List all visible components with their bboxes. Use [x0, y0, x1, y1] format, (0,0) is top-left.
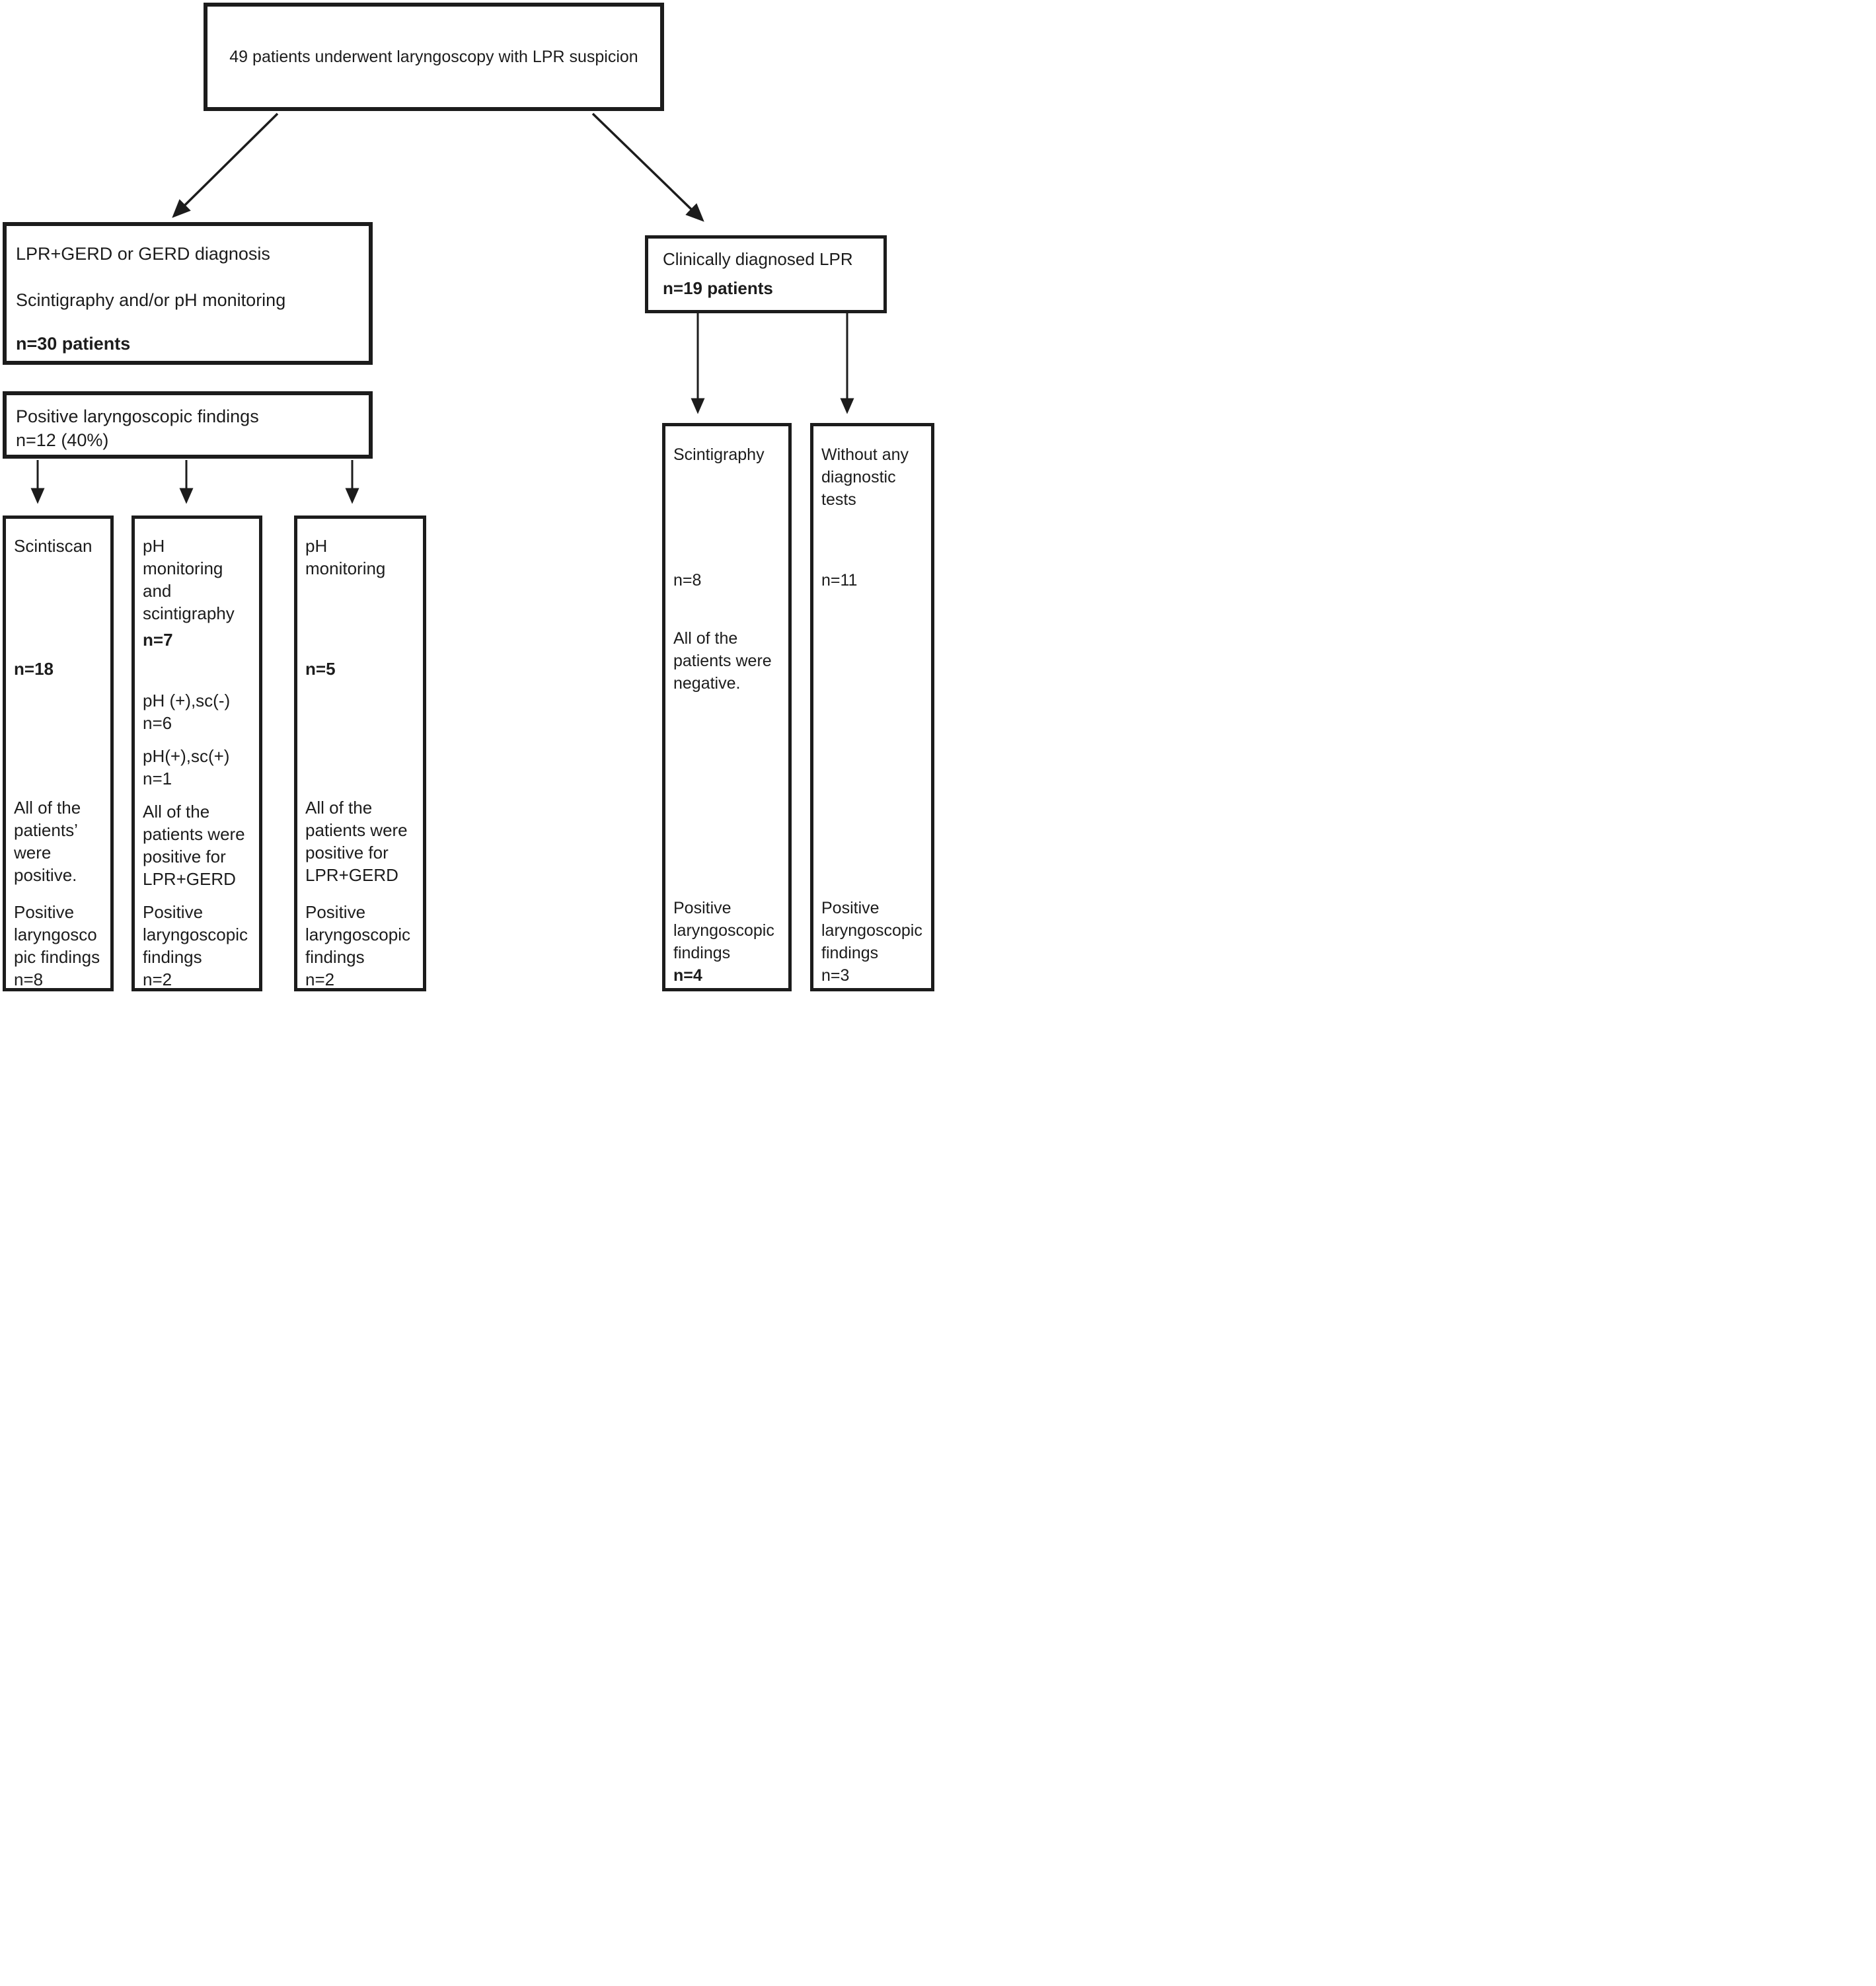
scintiscan-title: Scintiscan: [14, 536, 93, 556]
no-tests-title: Without any diagnostic tests: [821, 445, 909, 509]
ph-findings: Positive laryngoscopic findings n=2: [305, 902, 410, 989]
ph-scint-findings: Positive laryngoscopic findings n=2: [143, 902, 248, 989]
clinical-n-count: n=19 patients: [663, 278, 773, 298]
arrow-to-right-branch: [591, 112, 704, 222]
clinical-line1: Clinically diagnosed LPR: [663, 249, 853, 269]
box-without-tests: Without any diagnostic tests n=11 Positi…: [810, 423, 934, 991]
scintiscan-result: All of the patients’ were positive.: [14, 798, 81, 885]
box-ph-monitoring-scintigraphy: pH monitoring and scintigraphy n=7 pH (+…: [131, 516, 262, 991]
ph-n-count: n=5: [305, 659, 336, 679]
ph-scint-subgroup2: pH(+),sc(+) n=1: [143, 746, 230, 788]
scintigraphy-findings: Positive laryngoscopic findings: [673, 899, 774, 962]
scintigraphy-findings-n: n=4: [673, 966, 702, 985]
diagnosis-line1: LPR+GERD or GERD diagnosis: [16, 244, 270, 264]
diagnosis-line2: Scintigraphy and/or pH monitoring: [16, 290, 286, 310]
box-scintigraphy: Scintigraphy n=8 All of the patients wer…: [662, 423, 792, 991]
no-tests-findings: Positive laryngoscopic findings n=3: [821, 899, 922, 985]
ph-scint-subgroup1: pH (+),sc(-) n=6: [143, 691, 231, 733]
ph-title: pH monitoring: [305, 536, 386, 578]
scintiscan-n-count: n=18: [14, 659, 54, 679]
diagnosis-n-count: n=30 patients: [16, 334, 131, 354]
findings12-text: Positive laryngoscopic findings n=12 (40…: [16, 406, 259, 450]
box-positive-laryngoscopic-findings: Positive laryngoscopic findings n=12 (40…: [3, 391, 373, 459]
ph-scint-n-count: n=7: [143, 630, 173, 650]
scintigraphy-title: Scintigraphy: [673, 445, 765, 464]
box-lpr-gerd-diagnosis: LPR+GERD or GERD diagnosis Scintigraphy …: [3, 222, 373, 365]
patient-flow-diagram: 49 patients underwent laryngoscopy with …: [0, 0, 938, 993]
box-49-patients-text: 49 patients underwent laryngoscopy with …: [229, 48, 638, 66]
no-tests-n-count: n=11: [821, 571, 858, 590]
scintiscan-findings: Positive laryngosco pic findings n=8: [14, 902, 100, 989]
ph-scint-result: All of the patients were positive for LP…: [143, 802, 245, 889]
box-49-patients: 49 patients underwent laryngoscopy with …: [204, 3, 664, 111]
scintigraphy-result: All of the patients were negative.: [673, 629, 772, 693]
ph-scint-title: pH monitoring and scintigraphy: [143, 536, 235, 623]
box-clinically-diagnosed-lpr: Clinically diagnosed LPR n=19 patients: [645, 235, 887, 313]
arrow-to-left-branch: [172, 112, 279, 218]
scintigraphy-n-count: n=8: [673, 571, 702, 590]
box-scintiscan: Scintiscan n=18 All of the patients’ wer…: [3, 516, 114, 991]
box-ph-monitoring: pH monitoring n=5 All of the patients we…: [294, 516, 426, 991]
ph-result: All of the patients were positive for LP…: [305, 798, 408, 885]
